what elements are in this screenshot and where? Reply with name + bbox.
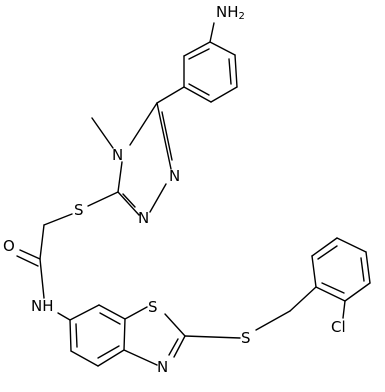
bond: [315, 286, 346, 302]
bond: [234, 54, 238, 88]
bond: [70, 350, 99, 367]
bond: [57, 312, 71, 321]
atom-labels: NH2 N N N S O NH S N S Cl: [3, 3, 346, 376]
thiazole-nitrogen-label: N: [157, 358, 168, 376]
bond: [183, 41, 211, 57]
amide-nh-label: NH: [31, 297, 54, 315]
exocyclic-sulfur-label: S: [241, 329, 251, 347]
triazole-nitrogen-label: N: [138, 209, 149, 227]
bond: [164, 313, 186, 337]
bond: [317, 245, 338, 260]
bond: [91, 117, 114, 149]
bond: [173, 335, 186, 358]
bond: [360, 257, 365, 282]
thiazole-sulfur-label: S: [148, 298, 158, 316]
bond: [16, 255, 39, 267]
bond: [117, 161, 123, 193]
methyl-nitrogen-label: N: [112, 146, 123, 164]
bond: [149, 183, 167, 213]
bond: [344, 282, 371, 302]
bond: [311, 255, 317, 288]
bond: [209, 41, 236, 56]
bond: [123, 349, 158, 366]
bond: [124, 306, 148, 320]
bond: [69, 319, 72, 352]
bond: [210, 86, 238, 103]
bond: [97, 349, 125, 367]
bond: [87, 191, 119, 207]
bond: [156, 102, 172, 170]
bond: [19, 249, 41, 260]
bond: [336, 237, 367, 253]
bond: [342, 300, 346, 319]
bond: [183, 86, 212, 103]
bond: [123, 318, 126, 351]
bond: [75, 323, 78, 348]
bond: [289, 286, 317, 312]
bond: [39, 258, 45, 299]
bond: [69, 304, 100, 321]
chlorine-label: Cl: [331, 318, 346, 336]
bond: [188, 48, 210, 60]
bond: [43, 213, 73, 226]
bond: [365, 251, 371, 284]
bond: [188, 83, 210, 96]
bond: [184, 335, 241, 339]
bond: [321, 282, 345, 294]
bond: [99, 312, 121, 325]
bond: [209, 22, 215, 43]
bond: [228, 58, 232, 85]
thioether-sulfur-label: S: [74, 201, 84, 219]
triazole-nitrogen-label: N: [169, 167, 180, 185]
bond: [117, 191, 140, 216]
carbonyl-oxygen-label: O: [3, 237, 15, 255]
bond: [129, 102, 158, 146]
bond: [98, 304, 126, 320]
bond: [122, 193, 136, 208]
bonds: [16, 22, 371, 367]
bond: [311, 237, 338, 257]
bond: [168, 338, 179, 356]
bond: [161, 111, 173, 161]
bond: [156, 86, 185, 104]
amino-group-label: NH2: [216, 3, 245, 22]
bond: [39, 224, 45, 260]
bond: [255, 310, 291, 331]
bond: [97, 345, 120, 359]
